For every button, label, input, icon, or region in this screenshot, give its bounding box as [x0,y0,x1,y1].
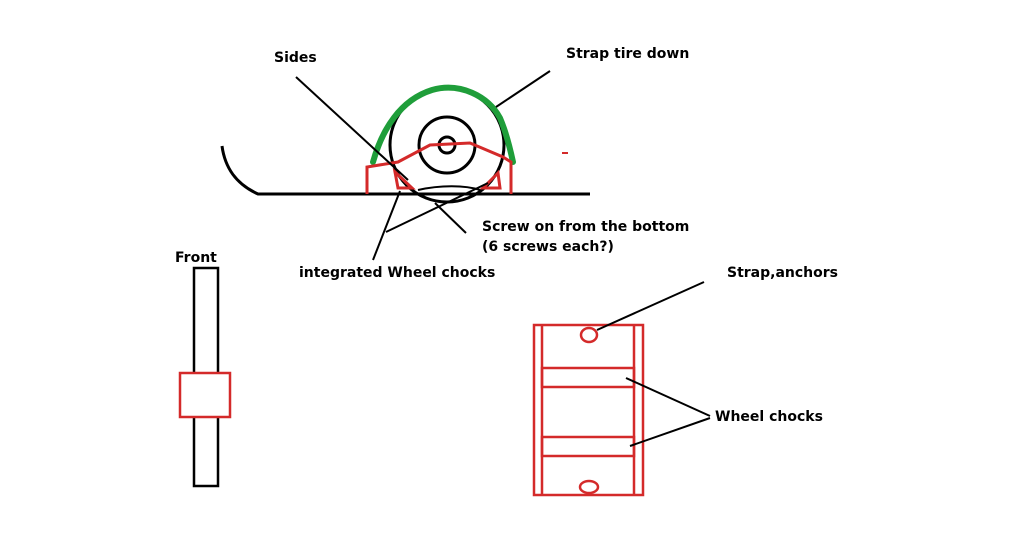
label-wheel-chocks: Wheel chocks [715,409,823,425]
bottom-screw-curve [417,185,481,191]
label-integrated-chocks: integrated Wheel chocks [299,265,495,281]
strap-anchor-bottom [578,479,600,495]
front-view: Front [175,250,232,488]
leader-strap [495,70,551,108]
leader-chock-left [372,190,401,261]
top-view: Strap,anchors Wheel chocks [532,265,838,497]
strap-anchor-top [579,326,599,344]
leader-screw [434,202,467,234]
label-sides: Sides [274,50,317,66]
ground-line [220,145,590,196]
chock-triangle-left [392,167,416,190]
leader-chock-right [385,182,489,233]
base-outer [532,323,645,497]
label-front: Front [175,250,217,266]
wheel-chock-bottom [540,435,636,458]
label-strap-anchors: Strap,anchors [727,265,838,281]
leader-sides [295,76,409,181]
leader-chock-top [625,377,711,417]
strap-tire-down [370,84,516,165]
wheel-chock-top [540,366,636,389]
leader-anchors [596,281,705,331]
label-strap-tire-down: Strap tire down [566,46,689,62]
leader-chock-bottom [629,417,711,447]
label-screw-line1: Screw on from the bottom [482,219,689,235]
chock-triangle-right [479,169,502,190]
side-view: Sides Strap tire down Screw on from the … [220,46,689,281]
label-screw-line2: (6 screws each?) [482,239,614,255]
front-mount [178,371,232,419]
mount-sides [365,141,513,194]
